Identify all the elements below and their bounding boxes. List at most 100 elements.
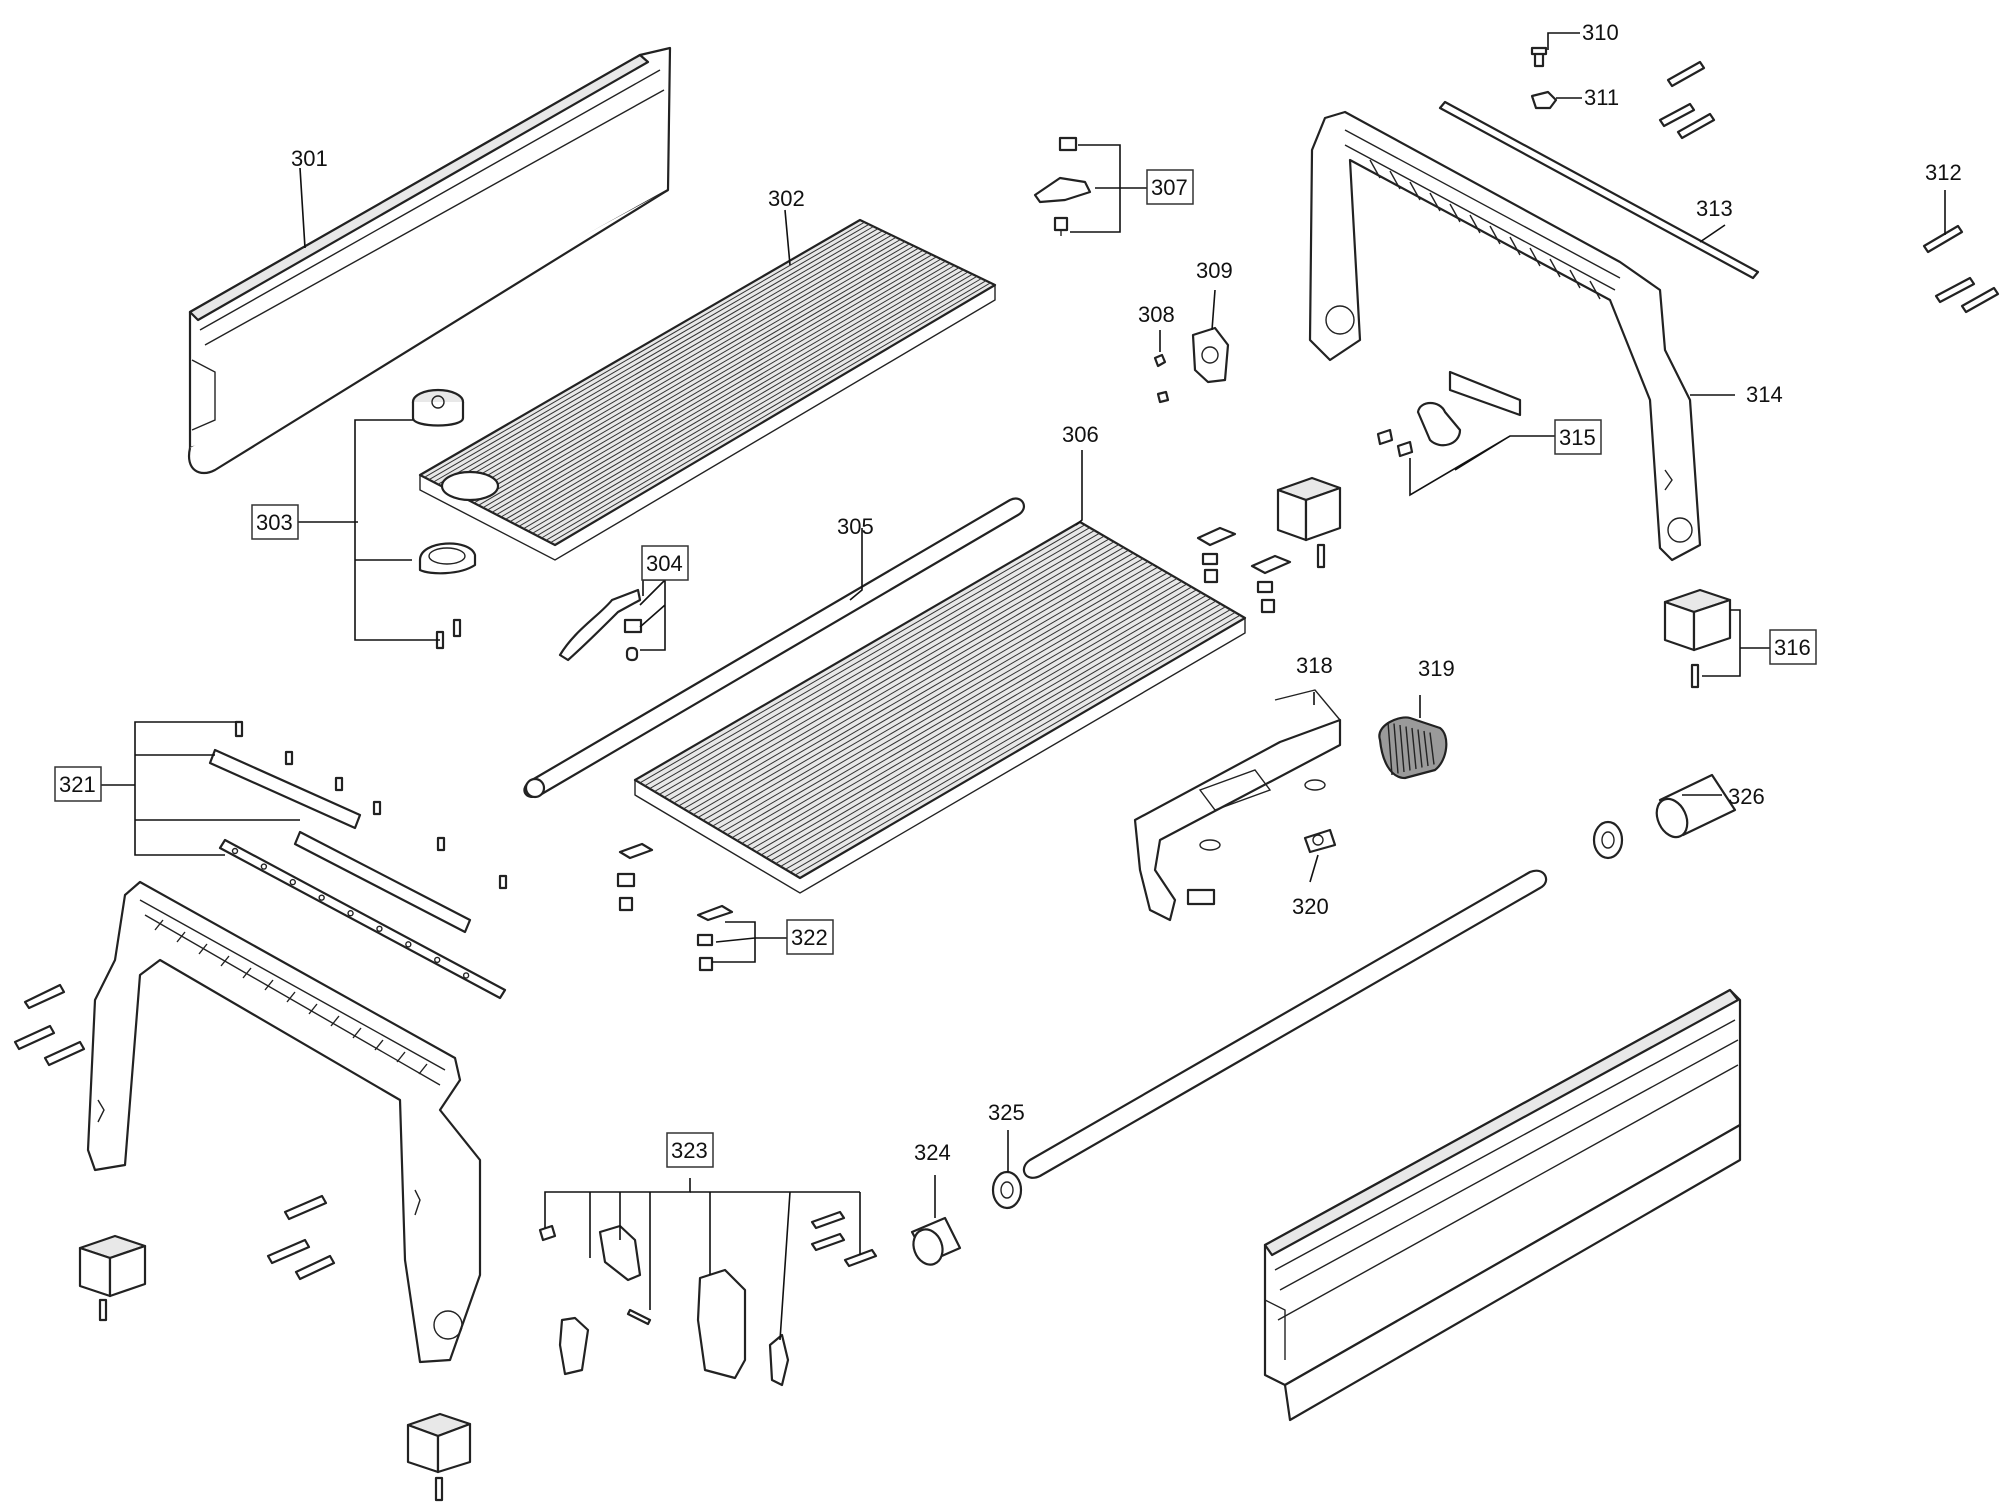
- hatch-line: [707, 563, 1154, 824]
- hatch-line: [1369, 159, 1381, 179]
- part-323-assorted: [538, 1210, 878, 1387]
- hatch-line: [541, 278, 982, 539]
- hatch-line: [446, 232, 888, 490]
- hatch-line: [794, 614, 1241, 876]
- hatch-line: [469, 243, 910, 502]
- part-320-clip: [1303, 828, 1337, 854]
- label-312: 312: [1925, 160, 1962, 185]
- hatch-line: [1569, 269, 1581, 289]
- label-309: 309: [1196, 258, 1233, 283]
- label-311: 311: [1584, 85, 1619, 110]
- hatch-line: [731, 578, 1178, 839]
- part-washer-upper: [1592, 820, 1624, 860]
- hatch-line: [659, 535, 1105, 795]
- label-318: 318: [1296, 653, 1333, 678]
- hatch-line: [455, 236, 897, 495]
- hatch-line: [464, 241, 906, 499]
- hatch-line: [374, 1039, 384, 1051]
- hatch-line: [264, 979, 274, 991]
- hatch-line: [692, 555, 1139, 816]
- hatch-line: [1417, 729, 1423, 768]
- label-boxes: [54, 169, 1817, 1168]
- hatch-line: [491, 254, 933, 513]
- hatch-line: [1393, 723, 1399, 774]
- label-304: 304: [646, 551, 683, 576]
- hatch-line: [649, 530, 1095, 790]
- part-307-clip: [1033, 136, 1092, 236]
- hatch-line: [527, 271, 969, 532]
- hatch-line: [442, 230, 883, 488]
- hatch-line: [751, 589, 1197, 850]
- rack-hole: [376, 925, 383, 932]
- hatch-line: [545, 280, 987, 541]
- rack-hole: [462, 972, 470, 979]
- hatch-line: [702, 561, 1149, 821]
- hatch-line: [1449, 203, 1461, 223]
- hatch-line: [433, 226, 874, 483]
- label-325: 325: [988, 1100, 1025, 1125]
- label-315: 315: [1559, 425, 1596, 450]
- part-312-bolts: [1922, 224, 2000, 314]
- hatch-line: [1469, 214, 1481, 234]
- hatch-line: [487, 252, 928, 511]
- hatch-line: [678, 546, 1124, 807]
- part-301-side-rail: [187, 46, 672, 475]
- hatch-line: [765, 597, 1212, 859]
- hatch-line: [286, 991, 296, 1003]
- bolts-left: [13, 983, 336, 1281]
- label-307: 307: [1151, 175, 1188, 200]
- part-302-table-top: [418, 218, 997, 561]
- hatch-line: [478, 247, 919, 506]
- rack-hole: [434, 956, 441, 964]
- hatch-line: [330, 1015, 340, 1027]
- hatch-line: [396, 1051, 406, 1063]
- part-305-rod: [523, 497, 1025, 799]
- label-320: 320: [1292, 894, 1329, 919]
- hatch-line: [509, 262, 951, 523]
- label-305: 305: [837, 514, 874, 539]
- hatch-line: [308, 1003, 318, 1015]
- label-319: 319: [1418, 656, 1455, 681]
- part-side-rail-lower: [1263, 988, 1742, 1422]
- hatch-line: [536, 275, 978, 537]
- hatch-line: [654, 532, 1100, 792]
- hatch-line: [1411, 727, 1417, 770]
- hatch-line: [220, 955, 230, 967]
- hatch-line: [473, 245, 915, 504]
- hatch-line: [1399, 724, 1405, 773]
- hatch-line: [460, 239, 901, 497]
- hatch-line: [673, 544, 1120, 804]
- hatch-line: [712, 566, 1158, 827]
- label-306: 306: [1062, 422, 1099, 447]
- hatch-line: [746, 586, 1192, 847]
- hatch-line: [741, 583, 1188, 844]
- part-315-latch: [1376, 370, 1522, 458]
- part-306-table-top: [633, 520, 1247, 894]
- part-310-screw: [1530, 46, 1548, 68]
- label-308: 308: [1138, 302, 1175, 327]
- part-311-nut: [1530, 90, 1558, 110]
- hatch-line: [668, 541, 1115, 801]
- rack-hole: [405, 941, 412, 948]
- hatch-line: [1423, 730, 1429, 767]
- hatch-line: [1589, 280, 1601, 300]
- hatch-line: [790, 611, 1236, 873]
- label-303: 303: [256, 510, 293, 535]
- bolts-upper: [1658, 60, 1716, 140]
- hatch-line: [639, 524, 1086, 784]
- hatch-line: [1405, 726, 1411, 771]
- hatch-line: [352, 1027, 362, 1039]
- part-foot-upper: [1276, 476, 1342, 569]
- hatch-line: [154, 919, 164, 931]
- hatch-line: [428, 223, 870, 481]
- label-323: 323: [671, 1138, 708, 1163]
- label-321: 321: [59, 772, 96, 797]
- hatch-line: [756, 592, 1202, 853]
- hatch-line: [644, 527, 1090, 787]
- hatch-line: [437, 228, 879, 485]
- hatch-line: [1489, 225, 1501, 245]
- hatch-line: [1389, 170, 1401, 190]
- hatch-line: [451, 234, 892, 492]
- hatch-line: [1529, 247, 1541, 267]
- hatch-line: [1429, 192, 1441, 212]
